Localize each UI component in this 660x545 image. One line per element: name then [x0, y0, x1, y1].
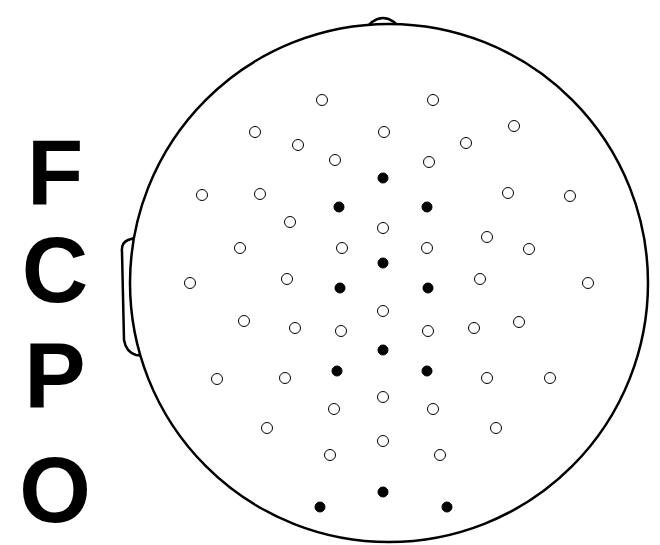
selected-electrode	[378, 487, 388, 497]
electrode	[293, 140, 304, 151]
electrode	[545, 373, 556, 384]
electrode	[524, 244, 535, 255]
lobe-letter: O	[19, 444, 91, 536]
selected-electrode	[442, 502, 452, 512]
selected-electrode	[378, 345, 388, 355]
electrode	[422, 243, 433, 254]
electrode	[336, 326, 347, 337]
electrode-group	[185, 95, 594, 513]
electrode	[491, 423, 502, 434]
electrode	[475, 274, 486, 285]
head-outline	[130, 24, 648, 542]
electrode	[514, 317, 525, 328]
electrode	[424, 157, 435, 168]
selected-electrode	[335, 283, 345, 293]
electrode	[280, 373, 291, 384]
electrode	[330, 155, 341, 166]
electrode	[461, 138, 472, 149]
selected-electrode	[315, 502, 325, 512]
electrode	[290, 323, 301, 334]
electrode	[565, 191, 576, 202]
electrode	[378, 306, 389, 317]
electrode	[503, 188, 514, 199]
electrode	[197, 190, 208, 201]
electrode	[583, 278, 594, 289]
electrode	[337, 243, 348, 254]
electrode	[282, 274, 293, 285]
selected-electrode	[378, 258, 388, 268]
electrode	[255, 189, 266, 200]
electrode	[482, 232, 493, 243]
electrode	[428, 95, 439, 106]
electrode	[469, 323, 480, 334]
electrode	[378, 392, 389, 403]
lobe-letter: F	[27, 126, 83, 218]
selected-electrode	[422, 202, 432, 212]
selected-electrode	[378, 173, 388, 183]
lobe-letter: C	[22, 224, 88, 316]
electrode	[235, 243, 246, 254]
electrode	[435, 450, 446, 461]
electrode	[212, 374, 223, 385]
electrode	[482, 373, 493, 384]
electrode	[317, 95, 328, 106]
selected-electrode	[423, 283, 433, 293]
electrode	[509, 121, 520, 132]
electrode	[423, 326, 434, 337]
selected-electrode	[332, 366, 342, 376]
selected-electrode	[422, 366, 432, 376]
electrode	[262, 423, 273, 434]
electrode	[239, 316, 250, 327]
electrode	[378, 436, 389, 447]
electrode	[250, 127, 261, 138]
electrode	[379, 127, 390, 138]
electrode	[285, 217, 296, 228]
electrode	[329, 404, 340, 415]
lobe-letter: P	[24, 330, 85, 422]
electrode	[325, 450, 336, 461]
selected-electrode	[334, 202, 344, 212]
electrode	[428, 404, 439, 415]
electrode	[378, 223, 389, 234]
electrode	[185, 278, 196, 289]
